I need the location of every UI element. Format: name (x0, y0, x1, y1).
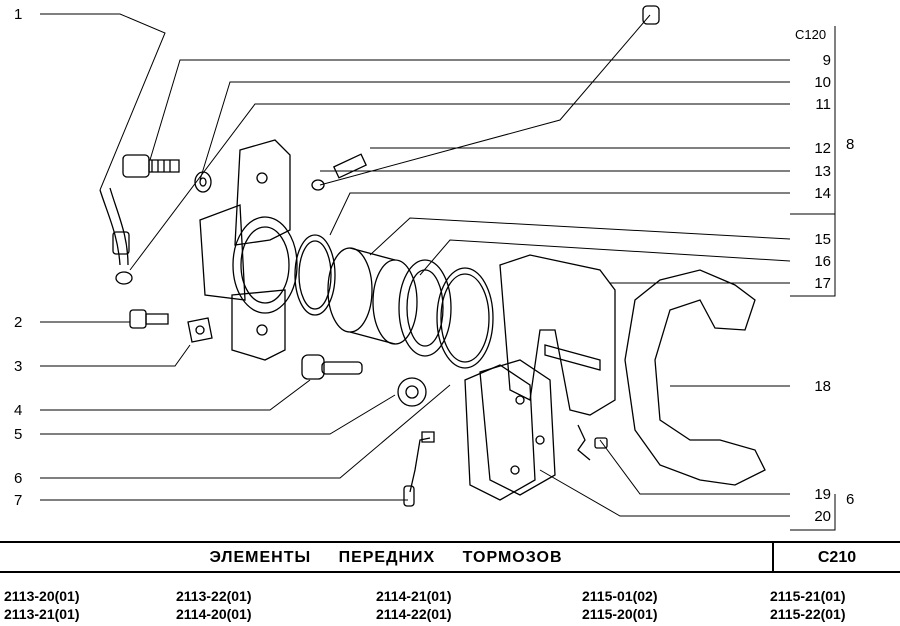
model-code: 2114-21(01) (376, 588, 452, 604)
callout-1: 1 (14, 6, 23, 23)
model-code: 2114-22(01) (376, 606, 452, 622)
callout-14: 14 (814, 185, 831, 202)
brake-hose-part (100, 188, 132, 284)
brake-pads-part (465, 360, 555, 500)
washer-part (195, 172, 211, 192)
callout-15: 15 (814, 231, 831, 248)
reference-code-c120: C120 (795, 27, 827, 42)
page-title: ЭЛЕМЕНТЫ ПЕРЕДНИХ ТОРМОЗОВ (209, 549, 563, 566)
anchor-frame-part (625, 270, 765, 485)
callout-2: 2 (14, 314, 23, 331)
guide-pin-part (302, 355, 426, 406)
piston-part (328, 248, 417, 344)
group-label-6: 6 (846, 491, 855, 508)
model-code: 2115-20(01) (582, 606, 658, 622)
title-bar: ЭЛЕМЕНТЫ ПЕРЕДНИХ ТОРМОЗОВ C210 (0, 541, 900, 573)
callout-11: 11 (815, 96, 831, 113)
callout-6: 6 (14, 470, 23, 487)
wear-sensor-part (404, 432, 434, 506)
anti-rattle-spring-part (578, 425, 607, 460)
right-leader-lines (130, 15, 835, 530)
callout-12: 12 (814, 140, 831, 157)
callout-20: 20 (814, 508, 831, 525)
left-leader-lines (40, 14, 450, 500)
callout-16: 16 (814, 253, 831, 270)
model-code: 2115-22(01) (770, 606, 846, 622)
callout-19: 19 (814, 486, 831, 503)
model-code: 2114-20(01) (176, 606, 252, 622)
callout-5: 5 (14, 426, 23, 443)
callout-10: 10 (814, 74, 831, 91)
model-code: 2115-01(02) (582, 588, 658, 604)
dust-boot-part (399, 260, 493, 368)
guide-bolt-part (123, 155, 179, 177)
callout-13: 13 (814, 163, 831, 180)
callout-4: 4 (14, 402, 23, 419)
bleeder-valve-part (312, 6, 659, 190)
page-code: C210 (817, 549, 857, 566)
callout-17: 17 (814, 275, 831, 292)
group-label-8: 8 (846, 136, 855, 153)
brake-exploded-diagram (0, 0, 900, 540)
small-bolt-part (130, 310, 212, 342)
model-code: 2113-22(01) (176, 588, 252, 604)
callout-18: 18 (814, 378, 831, 395)
model-code: 2115-21(01) (770, 588, 846, 604)
model-code: 2113-21(01) (4, 606, 80, 622)
callout-9: 9 (822, 52, 831, 69)
model-code: 2113-20(01) (4, 588, 80, 604)
caliper-bracket-part (500, 255, 615, 415)
piston-seal-part (295, 235, 335, 315)
caliper-housing-part (200, 140, 297, 360)
title-divider (772, 543, 774, 571)
callout-7: 7 (14, 492, 23, 509)
callout-3: 3 (14, 358, 23, 375)
